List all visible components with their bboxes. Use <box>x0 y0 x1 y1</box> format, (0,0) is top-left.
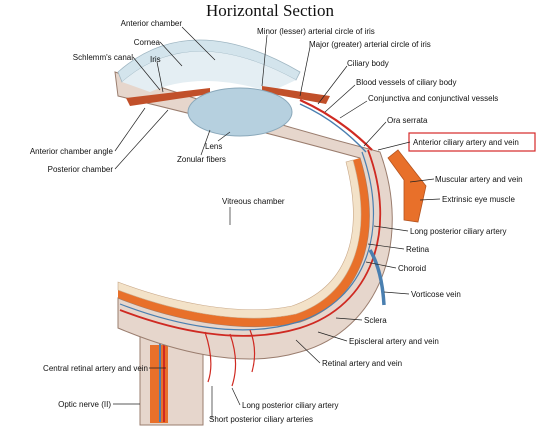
lens <box>187 87 293 137</box>
label-cornea: Cornea <box>134 38 161 47</box>
label-retina: Retina <box>406 245 430 254</box>
eye-illustration <box>114 39 427 426</box>
label-lens: Lens <box>205 142 222 151</box>
retina <box>117 159 362 319</box>
label-anterior-ciliary: Anterior ciliary artery and vein <box>413 138 519 147</box>
labels: Anterior chamber Cornea Schlemm's canal … <box>30 19 523 424</box>
label-central-retinal: Central retinal artery and vein <box>43 364 148 373</box>
label-iris: Iris <box>150 55 161 64</box>
label-ciliary-blood-vessels: Blood vessels of ciliary body <box>356 78 457 87</box>
label-long-posterior-ciliary-right: Long posterior ciliary artery <box>410 227 506 236</box>
label-extrinsic-muscle: Extrinsic eye muscle <box>442 195 515 204</box>
label-anterior-chamber-angle: Anterior chamber angle <box>30 147 114 156</box>
label-choroid: Choroid <box>398 264 426 273</box>
label-long-posterior-ciliary-bottom: Long posterior ciliary artery <box>242 401 338 410</box>
major-arterial-vessel <box>119 149 382 337</box>
ciliary-body-vessels <box>299 98 373 151</box>
label-minor-arterial-circle: Minor (lesser) arterial circle of iris <box>257 27 375 36</box>
label-retinal-artery: Retinal artery and vein <box>322 359 402 368</box>
venous-vessel <box>119 151 374 331</box>
sclera <box>114 71 393 360</box>
extrinsic-eye-muscle <box>387 149 427 223</box>
diagram-title: Horizontal Section <box>206 1 334 20</box>
short-posterior-ciliary-vessels <box>204 329 256 387</box>
iris-right <box>262 86 330 104</box>
label-schlemms-canal: Schlemm's canal <box>73 53 133 62</box>
label-zonular-fibers: Zonular fibers <box>177 155 226 164</box>
label-sclera: Sclera <box>364 316 387 325</box>
label-episcleral: Episcleral artery and vein <box>349 337 439 346</box>
label-posterior-chamber: Posterior chamber <box>48 165 114 174</box>
label-vitreous-chamber: Vitreous chamber <box>222 197 285 206</box>
label-short-posterior-ciliary: Short posterior ciliary arteries <box>209 415 313 424</box>
leader-lines <box>113 26 441 419</box>
label-optic-nerve: Optic nerve (II) <box>58 400 111 409</box>
label-ora-serrata: Ora serrata <box>387 116 428 125</box>
vorticose-vein <box>368 249 386 306</box>
label-anterior-chamber: Anterior chamber <box>121 19 183 28</box>
label-muscular-artery: Muscular artery and vein <box>435 175 523 184</box>
label-ciliary-body: Ciliary body <box>347 59 389 68</box>
iris <box>126 88 210 106</box>
anterior-chamber <box>122 51 296 92</box>
label-conjunctiva: Conjunctiva and conjunctival vessels <box>368 94 498 103</box>
label-vorticose-vein: Vorticose vein <box>411 290 461 299</box>
label-major-arterial-circle: Major (greater) arterial circle of iris <box>309 40 431 49</box>
